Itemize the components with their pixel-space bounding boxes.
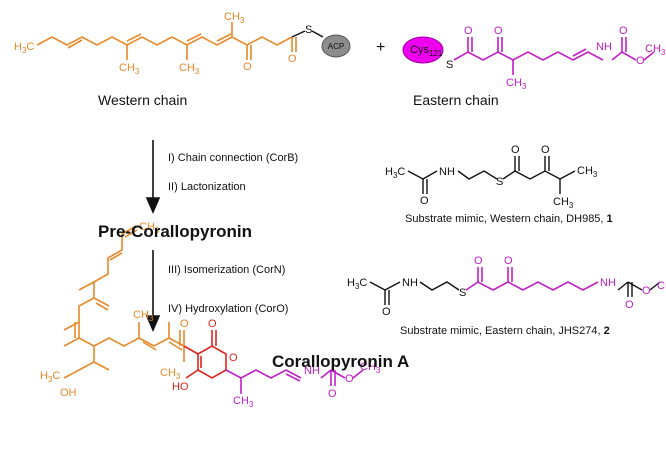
product-ch3-low: CH3 <box>160 367 181 381</box>
mimic1-ketone-o: O <box>541 144 550 156</box>
mimic1-h3c: H3C <box>385 166 405 180</box>
reaction-arrow-2 <box>145 250 161 333</box>
western-ketone-o: O <box>243 61 252 73</box>
western-chain-thioester <box>291 30 324 38</box>
cys121-label: Cys121 <box>410 44 443 58</box>
product-western-tail <box>93 225 138 283</box>
product-eastern-methyl: CH3 <box>233 395 254 409</box>
mimic2-ketone-o: O <box>504 255 513 267</box>
step-4-label: IV) Hydroxylation (CorO) <box>168 303 289 315</box>
mimic1-sulfur: S <box>496 176 503 188</box>
western-thioester-o: O <box>288 53 297 65</box>
western-sulfur: S <box>305 24 312 36</box>
western-methyl-1: CH3 <box>119 62 140 76</box>
product-ch3-mid: CH3 <box>133 309 154 323</box>
mimic-2-caption: Substrate mimic, Eastern chain, JHS274, … <box>400 325 610 337</box>
eastern-methyl: CH3 <box>506 77 527 91</box>
product-h3c: H3C <box>40 370 60 384</box>
intermediate-title: Pre-Corallopyronin <box>98 222 252 241</box>
mimic2-carbamate-o: O <box>625 299 634 311</box>
mimic2-ester-o: O <box>642 285 651 297</box>
eastern-ester-o: O <box>636 55 645 67</box>
product-ch3-top: CH3 <box>139 221 160 235</box>
mimic2-h3c: H3C <box>347 277 367 291</box>
mimic2-sulfur: S <box>459 287 466 299</box>
eastern-chain-label: Eastern chain <box>413 92 499 108</box>
western-h3c-label: H3C <box>14 41 34 55</box>
western-chain-structure <box>36 22 297 60</box>
western-methyl-3: CH3 <box>224 11 245 25</box>
mimic1-ch3-b: CH3 <box>553 196 574 210</box>
cys121-domain-icon <box>402 36 444 64</box>
mimic1-ch3-a: CH3 <box>577 165 598 179</box>
mimic1-nh: NH <box>439 166 455 178</box>
mimic-2-chain <box>465 267 599 291</box>
product-oh: OH <box>60 387 77 399</box>
eastern-thioester-o: O <box>464 25 473 37</box>
pyrone-ring <box>183 330 227 379</box>
eastern-chain-structure <box>453 37 655 75</box>
western-chain-label: Western chain <box>98 92 188 108</box>
mimic-2-carbamate <box>617 281 661 297</box>
mimic-2-linker <box>369 281 460 305</box>
eastern-carbamate-o: O <box>619 25 628 37</box>
product-eastern-part <box>225 369 364 394</box>
mimic2-amide-o: O <box>382 306 391 318</box>
pyrone-carbonyl-o: O <box>208 318 217 330</box>
mimic2-nh: NH <box>402 277 418 289</box>
mimic1-amide-o: O <box>420 195 429 207</box>
step-1-label: I) Chain connection (CorB) <box>168 152 299 164</box>
acp-domain-icon <box>321 34 351 58</box>
product-ketone-o: O <box>180 318 189 330</box>
product-nh: NH <box>304 365 320 377</box>
product-ester-o: O <box>345 373 354 385</box>
step-3-label: III) Isomerization (CorN) <box>168 264 286 276</box>
reaction-arrow-1 <box>145 140 161 215</box>
western-methyl-2: CH3 <box>179 62 200 76</box>
product-ch3-end: CH3 <box>360 361 381 375</box>
step-2-label: II) Lactonization <box>168 181 246 193</box>
product-title: Corallopyronin A <box>272 352 410 371</box>
mimic-1-structure <box>407 156 576 194</box>
eastern-ch3: CH3 <box>645 43 666 57</box>
mimic2-thioester-o: O <box>474 255 483 267</box>
mimic2-nh-end: NH <box>600 277 616 289</box>
eastern-ketone-o: O <box>494 25 503 37</box>
product-western-part <box>63 280 185 379</box>
mimic-1-caption: Substrate mimic, Western chain, DH985, 1 <box>405 213 613 225</box>
eastern-nh: NH <box>596 41 612 53</box>
eastern-sulfur: S <box>446 59 453 71</box>
product-ketone <box>179 330 185 346</box>
plus-sign: + <box>376 39 385 56</box>
mimic2-ch3: CH <box>657 280 666 292</box>
mimic1-thioester-o: O <box>511 144 520 156</box>
pyrone-ring-o: O <box>229 352 238 364</box>
product-ho: HO <box>172 381 189 393</box>
acp-label: ACP <box>328 42 344 51</box>
product-carbamate-o: O <box>328 388 337 400</box>
